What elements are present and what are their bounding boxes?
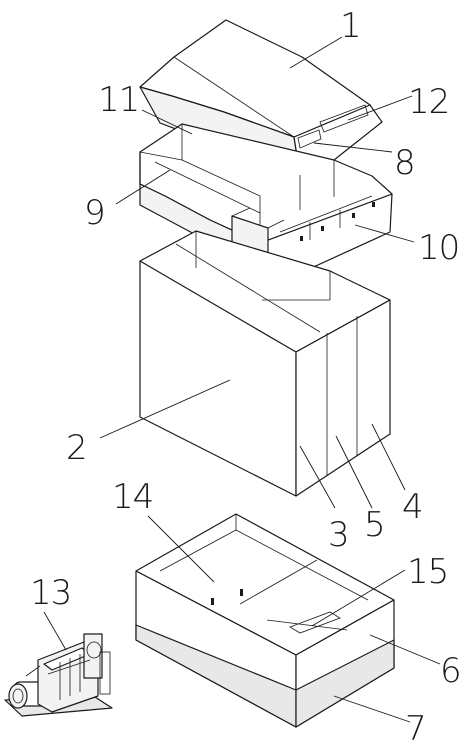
label-1: 1 xyxy=(340,6,361,46)
main-body xyxy=(139,230,391,497)
leader-11 xyxy=(141,109,193,135)
generator-set xyxy=(4,633,113,717)
label-11: 11 xyxy=(98,80,139,120)
leader-10 xyxy=(354,224,415,243)
label-10: 10 xyxy=(418,228,459,268)
label-6: 6 xyxy=(440,651,461,691)
base-box xyxy=(135,513,395,728)
leader-2 xyxy=(99,379,231,439)
label-4: 4 xyxy=(402,487,423,527)
label-3: 3 xyxy=(328,515,349,555)
label-7: 7 xyxy=(405,709,426,747)
leader-4 xyxy=(371,423,406,491)
middle-tray xyxy=(139,123,393,276)
leader-13 xyxy=(43,611,67,651)
base-component-15 xyxy=(289,611,341,634)
label-2: 2 xyxy=(66,428,87,468)
leader-15 xyxy=(311,569,406,627)
label-9: 9 xyxy=(84,193,105,233)
leader-lines xyxy=(43,36,441,723)
leader-6 xyxy=(369,634,441,665)
leader-1 xyxy=(289,36,343,69)
leader-5 xyxy=(335,435,373,509)
leader-12 xyxy=(347,95,413,121)
label-14: 14 xyxy=(112,477,153,517)
display-panel-12 xyxy=(319,104,369,133)
reference-numerals: 1 12 11 8 9 10 2 3 5 4 14 15 13 6 7 xyxy=(30,6,462,747)
label-15: 15 xyxy=(407,552,448,592)
display-panel-8 xyxy=(297,129,322,149)
leader-7 xyxy=(333,695,411,723)
label-5: 5 xyxy=(364,505,385,545)
leader-8 xyxy=(313,142,393,153)
label-13: 13 xyxy=(30,573,71,613)
leader-9 xyxy=(115,169,171,205)
leader-3 xyxy=(299,445,336,509)
label-12: 12 xyxy=(408,82,449,122)
label-8: 8 xyxy=(394,143,415,183)
leader-14 xyxy=(147,515,215,583)
